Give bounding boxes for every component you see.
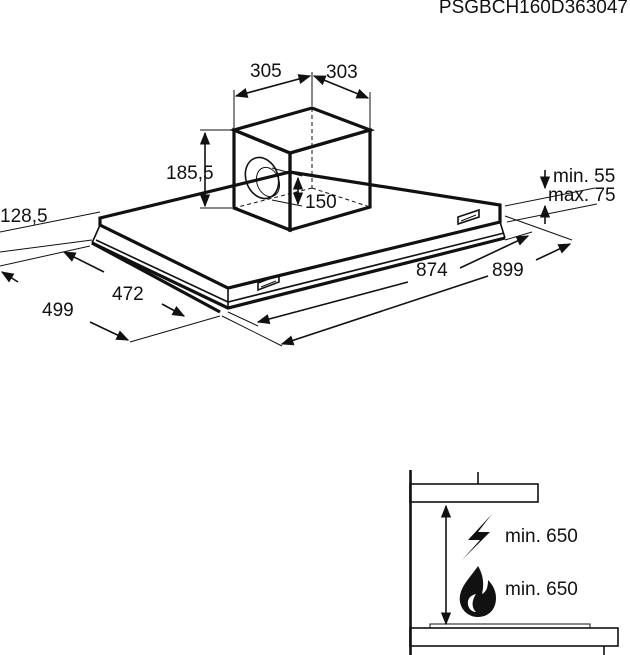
label-hood-width-outer: 899 [492,260,524,281]
dimension-frame-height: min. 55 max. 75 [504,166,616,224]
dimension-hood-width-inner: 874 [227,231,533,327]
dimension-side-offset: 128,5 [0,206,101,253]
label-duct-width: 303 [326,62,358,83]
filter-handle-left [257,273,280,292]
dimension-duct-width: 303 [312,62,371,128]
label-side-offset: 128,5 [0,206,48,227]
label-gas-clearance: min. 650 [505,579,578,600]
dimension-outlet-diameter: 150 [271,167,337,213]
label-outlet-diameter: 150 [305,192,337,213]
lightning-bolt-icon [462,514,492,560]
label-frame-min: min. 55 [553,166,615,187]
label-duct-height: 185,5 [166,163,214,184]
label-hood-width-inner: 874 [416,260,448,281]
dimension-hood-width-outer: 899 [221,215,573,347]
dimension-hood-depth-inner: 472 [62,251,186,317]
duct-box [229,106,376,233]
label-electric-clearance: min. 650 [505,526,578,547]
dimension-duct-height: 185,5 [166,129,232,209]
flame-icon [459,566,496,617]
label-duct-depth: 305 [250,61,282,82]
label-frame-max: max. 75 [548,185,616,206]
filter-handle-right [457,208,480,226]
product-code: PSGBCH160D363047 [439,0,628,18]
dimension-hood-depth-outer: 499 [0,245,221,343]
clearance-diagram [409,470,619,655]
label-hood-depth-outer: 499 [42,300,74,321]
label-hood-depth-inner: 472 [112,284,144,305]
dimension-duct-depth: 305 [233,61,313,128]
